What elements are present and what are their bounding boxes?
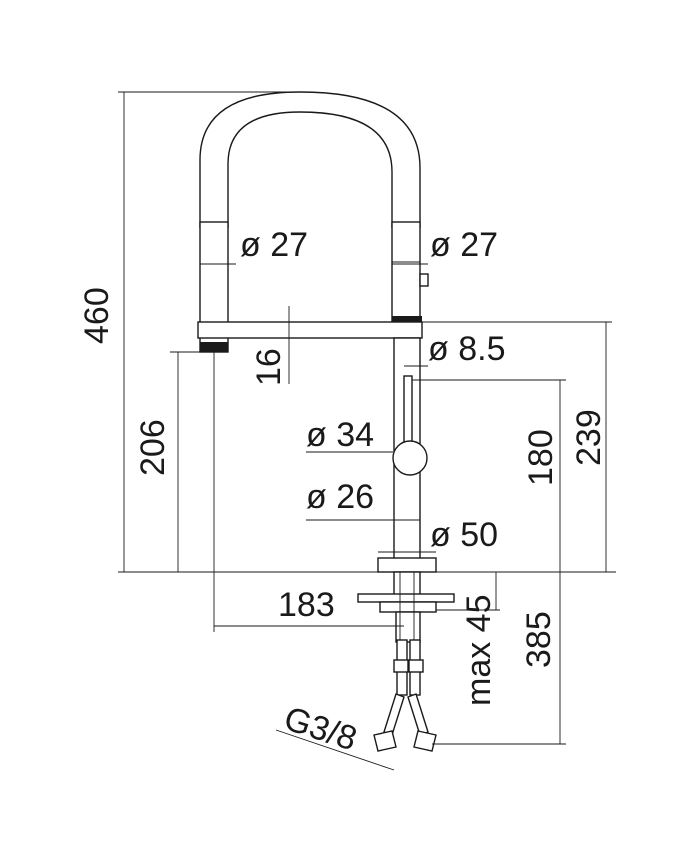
dim-hose-length: 385 [520,611,558,668]
dimension-labels: 460 ø 27 ø 27 16 206 ø 8.5 ø 34 ø 26 ø 5… [78,226,608,758]
dim-connection-thread: G3/8 [280,699,362,758]
dim-max-deck-thickness: max 45 [460,595,498,707]
lever-rod [403,375,413,447]
dim-spout-thickness: 16 [250,348,288,386]
dim-base-diameter: ø 50 [430,516,498,554]
hose-holder-right [391,221,421,323]
dim-reach: 183 [278,586,335,624]
fixing-plate [357,593,455,603]
spout-arm [197,321,423,339]
dim-body-height: 239 [570,409,608,466]
dim-hose-diameter-left: ø 27 [240,226,308,264]
dimension-lines [118,91,616,771]
lever-ball [392,440,428,476]
faucet-outline [197,91,455,752]
dim-tube-diameter: ø 8.5 [428,330,505,368]
dim-lever-diameter: ø 34 [306,416,374,454]
base-rosette [377,557,437,573]
dim-body-diameter: ø 26 [306,478,374,516]
dim-lever-height: 180 [522,429,560,486]
dim-hose-diameter-right: ø 27 [430,226,498,264]
dim-total-height: 460 [78,287,116,344]
dim-spout-height: 206 [134,419,172,476]
